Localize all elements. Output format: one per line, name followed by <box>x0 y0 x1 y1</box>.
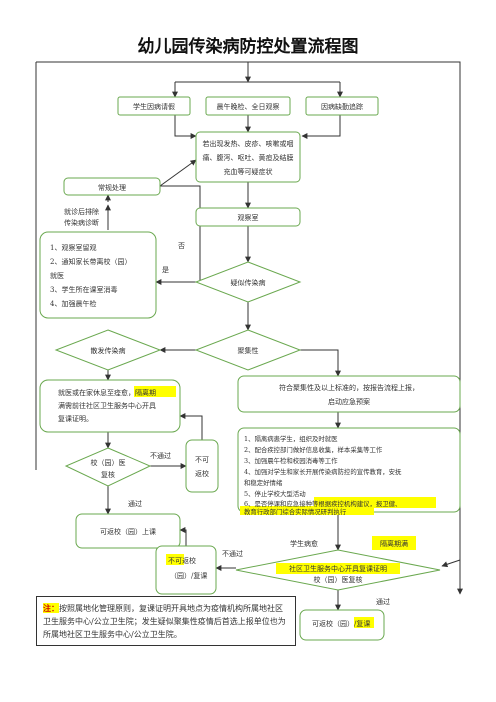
highlight-actions <box>314 497 436 508</box>
highlight-resume <box>354 617 374 628</box>
label-treat-hl-1: 隔离期 <box>135 388 156 397</box>
label-measures-2: 2、通知家长带离校（园） <box>50 257 131 266</box>
label-actions-8: 教育行政部门综合实际情况研判执行 <box>244 507 347 516</box>
label-not-return-1: 不可返校 <box>168 556 196 565</box>
label-diagnose-1: 就诊后排除 <box>64 207 99 216</box>
label-not-back-1: 不可 <box>195 456 209 464</box>
label-symptoms-1: 若出现发热、皮疹、咳嗽或咽 <box>203 139 294 148</box>
edge-label-pass2: 通过 <box>376 597 390 606</box>
node-not-back-small <box>185 439 219 493</box>
edge-label-fail2: 不通过 <box>222 549 243 558</box>
label-cluster: 聚集性 <box>238 346 259 355</box>
label-actions-1: 1、隔离病患学生，组织及时就医 <box>244 434 338 443</box>
page-title: 幼儿园传染病防控处置流程图 <box>138 36 359 57</box>
highlight-actions-2 <box>240 506 374 515</box>
label-actions-2: 2、配合疾控部门做好信息收集，样本采集等工作 <box>244 445 383 454</box>
label-report-1: 符合聚集性及以上标准的，按报告流程上报， <box>279 383 419 392</box>
edge-label-yes: 是 <box>162 266 169 274</box>
label-cert-2: 校（园）医复核 <box>314 575 363 584</box>
highlight-isolation <box>372 536 416 550</box>
label-routine: 常规处理 <box>98 183 126 192</box>
node-school-review <box>64 447 152 487</box>
label-measures-5: 4、加强晨午检 <box>50 299 96 308</box>
edge-label-fail: 不通过 <box>150 451 171 460</box>
label-actions-6: 5、停止学校大型活动 <box>244 489 306 498</box>
label-actions-hl-1: 根据疾控机构建议，报卫健、 <box>318 499 401 508</box>
label-actions-5: 和稳定好情绪 <box>244 478 283 487</box>
edge-label-recovered: 学生病愈 <box>290 539 318 548</box>
label-symptoms-3: 充血等可疑症状 <box>224 167 273 176</box>
highlight-cert <box>276 563 400 574</box>
label-diagnose-2: 传染病诊断 <box>64 218 99 227</box>
node-not-return <box>155 545 217 595</box>
node-sick-leave <box>117 96 191 116</box>
label-symptoms-2: 痛、腹泻、呕吐、黄疸及结膜 <box>203 153 294 162</box>
label-cert-1: 社区卫生服务中心开具复课证明 <box>289 564 387 573</box>
node-measures <box>39 231 157 319</box>
label-school-review-1: 校（园）医 <box>91 458 126 467</box>
label-treat-hl-2: 满 <box>58 401 65 410</box>
label-actions-7: 6、是否停课和应急接种等根据疾控机构建议，报卫健、 <box>244 499 401 508</box>
label-report-2: 启动应急预案 <box>328 397 370 406</box>
label-treat-2: 满需前往社区卫生服务中心开具 <box>58 401 156 410</box>
label-can-return: 可返校（园）上课 <box>100 527 156 536</box>
label-measures-1: 1、观察室留观 <box>50 243 96 252</box>
footnote-label: 注： <box>43 603 59 613</box>
connector-lines <box>35 61 463 611</box>
label-isolation-full: 隔离期满 <box>380 539 408 548</box>
highlight-not-return <box>166 554 184 565</box>
label-checkup: 晨午晚检、全日观察 <box>217 102 280 111</box>
node-routine <box>63 177 161 196</box>
edge-label-pass: 通过 <box>128 499 142 508</box>
label-sick-leave: 学生因病请假 <box>133 102 175 111</box>
label-scattered: 散发传染病 <box>91 346 126 355</box>
footnote-text: 按照属地化管理原则，复课证明开具地点为疫情机构所属地社区卫生服务中心/公立卫生院… <box>43 604 286 639</box>
highlight-treat <box>134 386 176 397</box>
label-measures-3: 就医 <box>50 271 64 280</box>
node-cluster <box>194 329 302 371</box>
footnote: 注：按照属地化管理原则，复课证明开具地点为疫情机构所属地社区卫生服务中心/公立卫… <box>36 596 296 646</box>
node-checkup <box>205 96 291 116</box>
node-can-return <box>75 513 181 549</box>
label-measures-4: 3、学生所在课室消毒 <box>50 285 117 294</box>
label-absence: 因病缺勤追踪 <box>321 102 363 111</box>
label-can-resume: 可返校（园）/复课 <box>312 619 370 628</box>
node-symptoms <box>195 131 301 183</box>
node-report <box>237 375 461 413</box>
label-school-review-2: 复核 <box>101 470 115 479</box>
node-suspected <box>194 261 302 303</box>
label-actions-4: 4、加强对学生和家长开展传染病防控的宣传教育，安抚 <box>244 467 402 476</box>
node-absence <box>305 96 379 116</box>
node-observation-room <box>195 207 301 227</box>
label-treat-1: 就医或在家休息至痊愈，隔离期 <box>58 388 156 397</box>
label-not-back-2: 返校 <box>195 469 209 478</box>
label-observation-room: 观察室 <box>238 213 259 222</box>
edge-label-no: 否 <box>178 242 185 250</box>
node-scattered <box>54 329 162 371</box>
label-actions-3: 3、加强晨午检和校园消毒等工作 <box>244 456 338 465</box>
label-not-return-2: （园）/复课 <box>170 571 207 580</box>
label-treat-3: 复课证明。 <box>58 414 93 423</box>
label-suspected: 疑似传染病 <box>231 278 266 287</box>
